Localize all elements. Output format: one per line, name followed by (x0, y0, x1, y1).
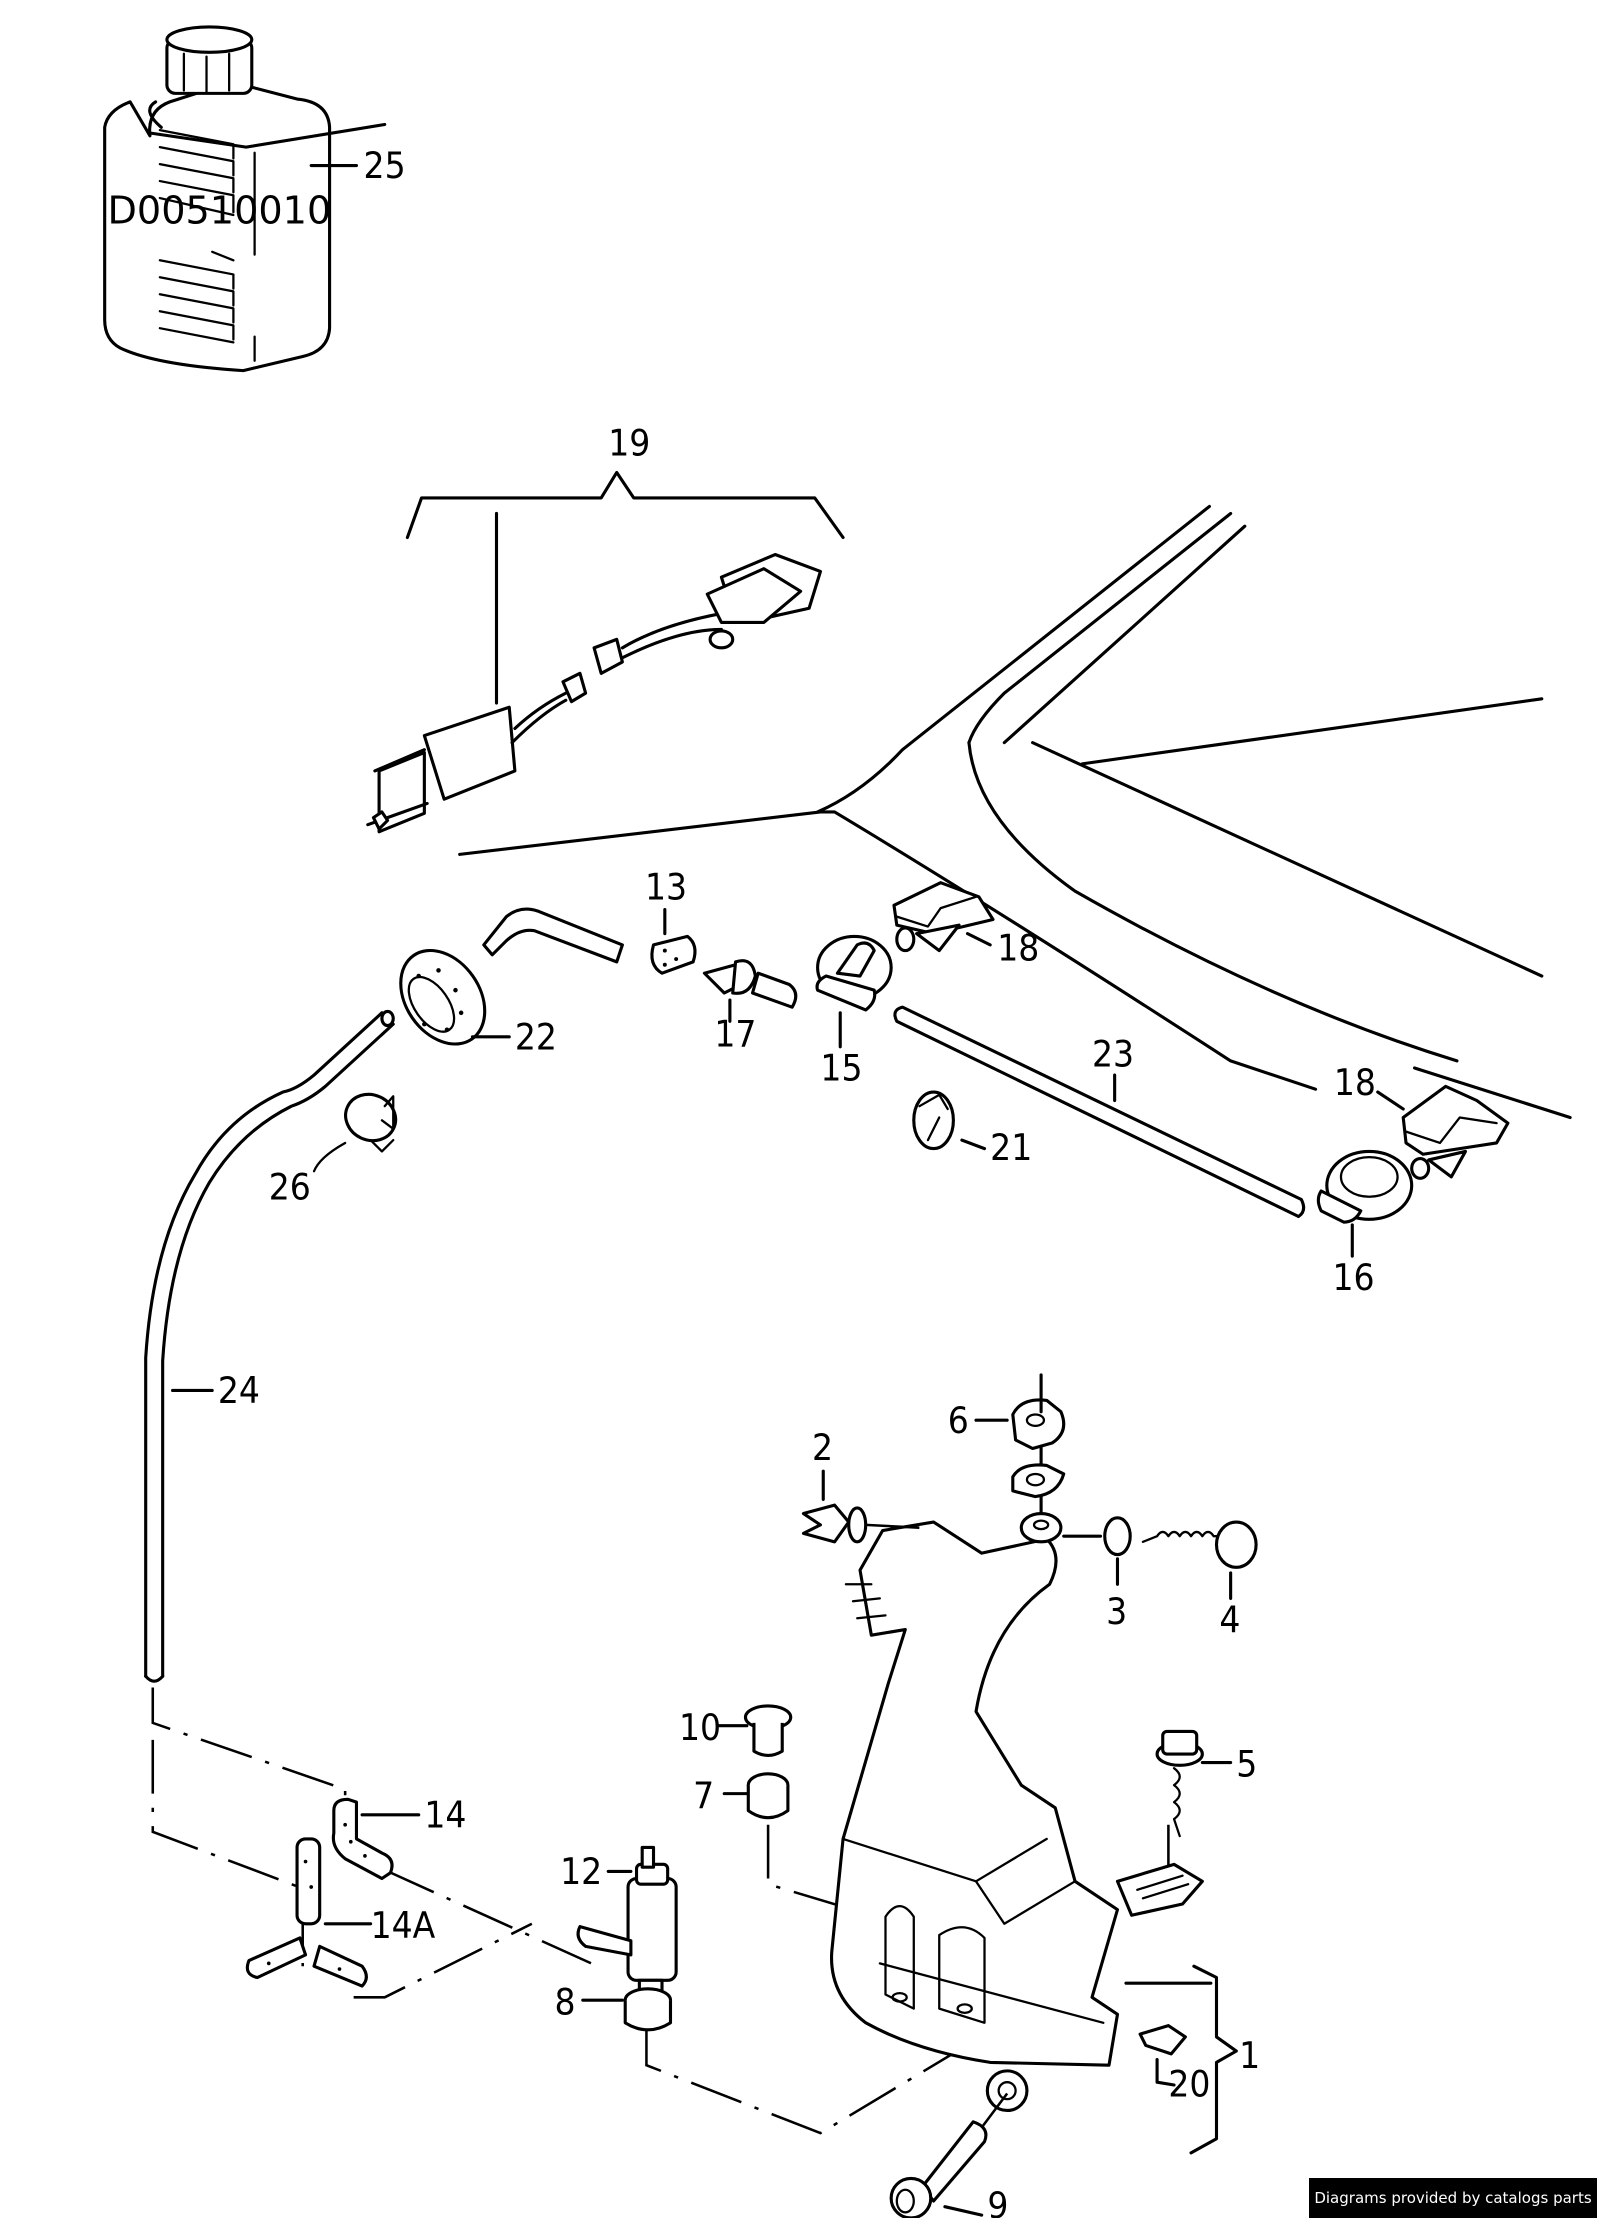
callout-25[interactable]: 25 (364, 144, 406, 187)
spray-nozzle-left[interactable]: 15 (815, 934, 893, 1090)
credit-footer: Diagrams provided by catalogs parts (1309, 2178, 1597, 2218)
callout-17[interactable]: 17 (714, 1013, 756, 1056)
tank-mount-pin[interactable]: 2 (801, 1426, 920, 1544)
long-hose[interactable]: 23 (893, 1005, 1306, 1219)
short-hose[interactable] (482, 907, 624, 964)
assembly-bracket: 1 (1124, 1964, 1260, 2155)
grommet[interactable]: 22 (383, 934, 557, 1060)
check-valve[interactable]: 17 (702, 959, 798, 1056)
callout-19[interactable]: 19 (608, 421, 650, 464)
callout-22[interactable]: 22 (515, 1016, 557, 1059)
vehicle-body-outline (458, 504, 1572, 1120)
tapping-screw[interactable]: 4 (1141, 1520, 1258, 1641)
callout-21[interactable]: 21 (990, 1126, 1032, 1169)
washer-pump[interactable]: 12 (560, 1845, 678, 2014)
washer-fluid-bottle[interactable]: D00510010 25 (103, 25, 406, 373)
callout-1[interactable]: 1 (1239, 2034, 1260, 2077)
nozzle-cover-upper[interactable]: 18 (892, 881, 1039, 970)
callout-2[interactable]: 2 (812, 1426, 833, 1469)
callout-4[interactable]: 4 (1219, 1598, 1240, 1641)
callout-23[interactable]: 23 (1092, 1033, 1134, 1076)
plug-grommet[interactable]: 7 (693, 1772, 790, 1820)
callout-18-lower[interactable]: 18 (1334, 1061, 1376, 1104)
callout-7[interactable]: 7 (693, 1774, 714, 1817)
washer[interactable]: 3 (1062, 1516, 1132, 1633)
hose-clamp-right[interactable]: 21 (912, 1090, 1032, 1169)
hex-bolt[interactable]: 5 (1155, 1729, 1257, 1838)
hose-clamp-left[interactable]: 26 (269, 1086, 403, 1209)
callout-26[interactable]: 26 (269, 1166, 311, 1209)
callout-24[interactable]: 24 (218, 1369, 260, 1412)
speed-nut[interactable]: 20 (1138, 2024, 1210, 2106)
mount-clip[interactable]: 6 (948, 1373, 1066, 1499)
callout-20[interactable]: 20 (1168, 2062, 1210, 2105)
assembly-lines (151, 1687, 1170, 2135)
washer-reservoir[interactable] (830, 1520, 1204, 2113)
hose-connector[interactable]: 13 (645, 866, 697, 975)
nozzle-cover-lower[interactable]: 18 (1334, 1061, 1510, 1180)
cap-plug[interactable]: 10 (679, 1704, 793, 1757)
callout-10[interactable]: 10 (679, 1706, 721, 1749)
callout-9[interactable]: 9 (987, 2184, 1008, 2218)
callout-3[interactable]: 3 (1106, 1590, 1127, 1633)
callout-14a[interactable]: 14A (371, 1904, 436, 1947)
wiring-harness[interactable]: 19 (366, 421, 845, 834)
pump-grommet[interactable]: 8 (554, 1980, 673, 2032)
callout-15[interactable]: 15 (820, 1047, 862, 1090)
callout-16[interactable]: 16 (1332, 1256, 1374, 1299)
callout-14[interactable]: 14 (424, 1794, 466, 1837)
elbow-hose[interactable]: 14 (331, 1794, 466, 1881)
callout-5[interactable]: 5 (1236, 1743, 1257, 1786)
pivot-bolt[interactable]: 9 (889, 2092, 1008, 2218)
callout-12[interactable]: 12 (560, 1850, 602, 1893)
callout-13[interactable]: 13 (645, 866, 687, 909)
callout-6[interactable]: 6 (948, 1399, 969, 1442)
callout-8[interactable]: 8 (554, 1980, 575, 2023)
main-hose[interactable]: 24 (144, 1009, 395, 1683)
bottle-code-label: D00510010 (108, 190, 332, 234)
spray-nozzle-right[interactable]: 16 (1316, 1149, 1414, 1299)
callout-18-upper[interactable]: 18 (997, 926, 1039, 969)
t-connector[interactable]: 14A (245, 1837, 436, 1988)
